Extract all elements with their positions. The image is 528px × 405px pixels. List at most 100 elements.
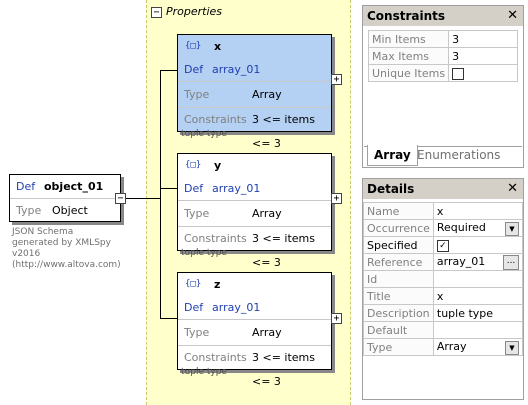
item-z-expand-button[interactable]: + [331,313,342,324]
grid-key: Title [363,287,434,305]
grid-key: Reference [363,253,434,271]
constraints-panel-header: Constraints ✕ [363,6,523,26]
root-def-row: Def object_01 [10,175,120,198]
grid-key: Type [363,338,434,356]
tab-enumerations[interactable]: Enumerations [417,148,501,162]
root-type-value: Object [52,204,88,217]
occurrence-select[interactable]: Required ▼ [432,219,524,237]
grid-key: Id [363,270,434,288]
grid-row[interactable]: Default [363,321,524,339]
constraints-label: Constraints [184,351,247,364]
item-type-value: Array [252,88,282,101]
item-constraints-row: Constraints 3 <= items <= 3 [178,345,331,388]
grid-row[interactable]: Name x [363,202,524,220]
description-field[interactable]: tuple type [432,304,524,322]
close-icon[interactable]: ✕ [507,8,518,23]
root-name: object_01 [44,180,104,193]
grid-row[interactable]: Id [363,270,524,288]
item-type-row: Type Array [178,81,331,108]
type-select[interactable]: Array ▼ [432,338,524,356]
grid-row[interactable]: Reference array_01... [363,253,524,271]
grid-row[interactable]: Max Items 3 [367,47,518,65]
unique-items-checkbox[interactable] [452,67,465,80]
grid-empty-space [369,82,449,139]
type-label: Type [184,88,210,101]
default-field[interactable] [432,321,524,339]
connector-line [160,188,177,189]
def-keyword: Def [184,182,204,195]
schema-diagram-canvas[interactable]: − Properties Def object_01 Type Object −… [0,0,358,405]
item-type-value: Array [252,326,282,339]
object-brace-icon: {□} [185,160,202,170]
id-field[interactable] [432,270,524,288]
def-keyword: Def [184,301,204,314]
type-value: Array [436,339,467,353]
item-constraints-row: Constraints 3 <= items <= 3 [178,107,331,150]
constraints-panel: Constraints ✕ Min Items 3 Max Items 3 Un… [362,5,524,168]
item-y-expand-button[interactable]: + [331,193,342,204]
item-node-y[interactable]: {□} y Def array_01 Type Array Constraint… [177,153,332,269]
details-panel: Details ✕ Name x Occurrence Required▼ Sp… [362,178,524,400]
item-constraints-value: 3 <= items <= 3 [252,351,316,388]
item-header: {□} y [178,154,331,178]
item-def-value: array_01 [212,182,261,195]
grid-row[interactable]: Type Array ▼ [363,338,524,356]
grid-key: Min Items [367,30,450,48]
specified-cell: ✓ [432,236,524,254]
grid-row[interactable]: Unique Items [367,64,518,82]
grid-key: Occurrence [363,219,434,237]
item-def-row: Def array_01 [178,297,331,319]
properties-collapse-button[interactable]: − [151,7,162,18]
grid-key: Name [363,202,434,220]
item-constraints-value: 3 <= items <= 3 [252,232,316,269]
min-items-field[interactable]: 3 [448,30,518,48]
close-icon[interactable]: ✕ [507,181,518,196]
item-constraints-row: Constraints 3 <= items <= 3 [178,226,331,269]
title-field[interactable]: x [432,287,524,305]
item-def-row: Def array_01 [178,59,331,81]
grid-empty-space [449,82,518,139]
grid-key: Specified [363,236,434,254]
grid-row[interactable]: Occurrence Required ▼ [363,219,524,237]
item-type-row: Type Array [178,200,331,227]
item-constraints-value: 3 <= items <= 3 [252,113,316,150]
occurrence-value: Required [436,220,486,234]
ellipsis-button[interactable]: ... [503,254,519,270]
name-field[interactable]: x [432,202,524,220]
chevron-down-icon[interactable]: ▼ [505,340,519,355]
item-caption: tuple type [181,367,227,377]
item-header: {□} x [178,35,331,59]
reference-field[interactable]: array_01... [432,253,524,271]
grid-row[interactable]: Min Items 3 [367,30,518,48]
object-brace-icon: {□} [185,41,202,51]
item-name: z [214,278,221,291]
item-node-x[interactable]: {□} x Def array_01 Type Array Constraint… [177,34,332,150]
grid-key: Max Items [367,47,450,65]
item-header: {□} z [178,273,331,297]
root-expand-button[interactable]: − [115,193,126,204]
unique-items-cell [448,64,518,82]
item-name: x [214,40,222,53]
details-grid: Name x Occurrence Required▼ Specified ✓ … [363,202,524,356]
grid-key: Unique Items [367,64,450,82]
item-caption: tuple type [181,129,227,139]
max-items-field[interactable]: 3 [448,47,518,65]
item-x-expand-button[interactable]: + [331,74,342,85]
grid-row[interactable]: Specified ✓ [363,236,524,254]
grid-row[interactable]: Description tuple type [363,304,524,322]
specified-checkbox[interactable]: ✓ [436,239,449,252]
connector-line [126,198,160,199]
tab-array[interactable]: Array [367,145,418,166]
item-node-z[interactable]: {□} z Def array_01 Type Array Constraint… [177,272,332,388]
grid-row[interactable]: Title x [363,287,524,305]
type-label: Type [184,207,210,220]
connector-line [160,70,161,319]
chevron-down-icon[interactable]: ▼ [505,221,519,236]
root-object-node[interactable]: Def object_01 Type Object [9,174,121,222]
item-def-value: array_01 [212,301,261,314]
object-brace-icon: {□} [185,279,202,289]
connector-line [160,70,177,71]
constraints-label: Constraints [184,232,247,245]
item-def-row: Def array_01 [178,178,331,200]
generator-watermark: JSON Schema generated by XMLSpy v2016 (h… [12,227,121,270]
